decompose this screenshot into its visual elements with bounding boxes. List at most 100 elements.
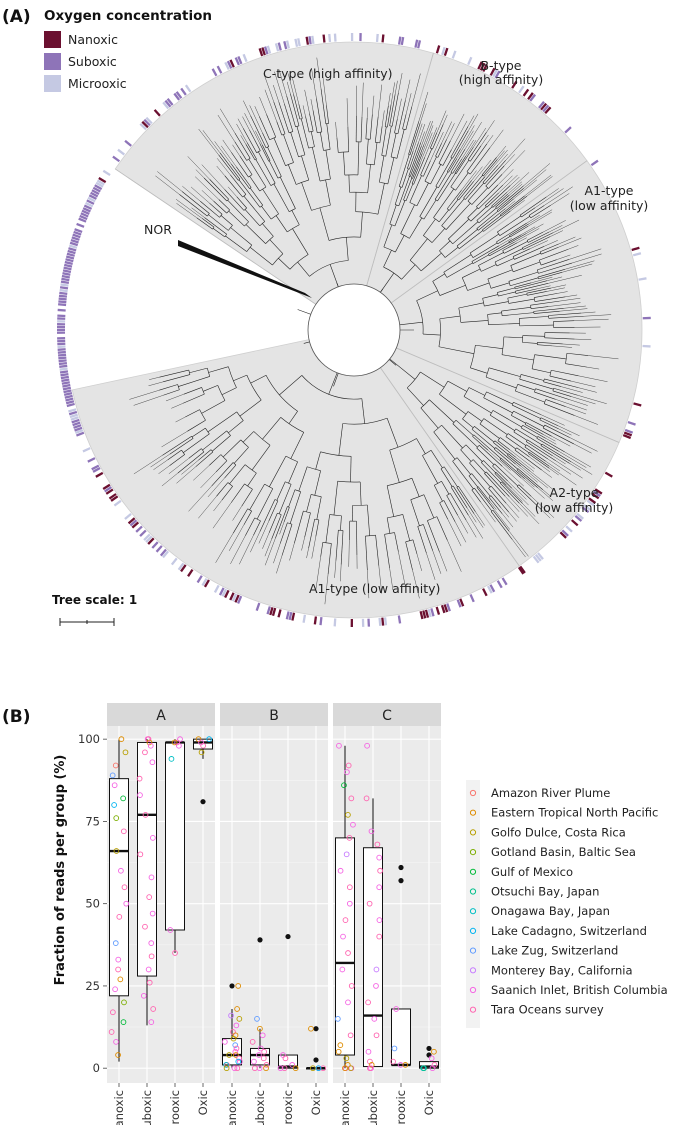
clade-label-a2-type: A2-type(low affinity) [535,485,614,515]
tree-branch-26 [220,215,233,226]
point-A-35 [137,851,144,858]
ring-strip-172 [92,467,101,473]
ring-strip-159 [139,529,147,537]
tree-tip-543 [558,237,582,248]
tree-branch-500 [508,234,522,243]
tree-branch-744 [527,439,553,456]
ring-strip-83 [594,488,603,495]
tree-arc-1077 [246,374,262,401]
tree-tip-45 [195,169,205,179]
tree-tip-197 [335,121,338,138]
ring-strip-177 [75,429,84,435]
tree-branch-602 [501,306,531,312]
tree-branch-174 [325,149,331,180]
point-A-28 [147,742,154,749]
tree-tip-1043 [228,524,245,552]
tree-branch-1130 [159,384,178,391]
tree-arc-891 [422,450,432,456]
ring-strip-209 [57,339,66,343]
tree-branch-248 [405,106,413,130]
tree-branch-286 [405,183,414,202]
tree-branch-550 [490,282,510,289]
facet-strip-label-A: A [156,708,166,724]
ring-strip-195 [61,378,70,383]
ring-strip-112 [435,606,441,615]
point-A-16 [115,966,121,973]
tree-branch-274 [408,142,422,177]
ring-strip-58 [489,67,496,76]
tree-branch-168 [310,131,315,147]
box-A-Microoxic [165,741,185,931]
tree-arc-539 [539,251,542,255]
tree-tip-773 [541,469,552,478]
facet-strip-label-C: C [382,708,392,724]
ring-strip-85 [591,492,600,500]
tree-branch-106 [242,128,257,153]
tree-arc-1063 [240,439,249,448]
ring-strip-170 [102,483,111,491]
facet-panel-B [220,726,328,1083]
ring-strip-161 [131,521,140,529]
point-C-58 [429,1065,436,1072]
tree-arc-159 [319,178,331,182]
ring-strip-94 [561,529,569,537]
ring-strip-34 [294,38,299,47]
ring-strip-140 [229,592,235,601]
point-C-31 [374,841,381,848]
tree-branch-1016 [290,432,305,459]
tree-branch-392 [445,203,471,230]
ring-strip-124 [350,618,353,627]
tree-branch-480 [530,204,551,219]
ring-strip-237 [66,252,75,257]
ring-strip-215 [57,320,66,323]
ring-strip-68 [542,104,550,113]
ring-strip-96 [537,552,544,560]
tree-tip-837 [506,484,523,502]
y-axis-title: Fraction of reads per group (%) [53,755,68,986]
ring-strip-192 [62,386,72,391]
tree-tip-1025 [262,532,270,549]
tree-branch-344 [437,173,456,202]
tree-tip-117 [255,130,263,146]
a1UpperLabel-line-0: A1-type [585,183,634,198]
tree-branch-908 [441,481,450,495]
ring-strip-12 [164,99,172,108]
tree-branch-978 [327,543,332,575]
tree-tip-683 [555,399,587,411]
tree-tip-103 [236,123,248,143]
tree-branch-910 [450,493,467,521]
tree-branch-540 [540,243,559,253]
ring-strip-117 [419,610,424,620]
tree-tip-349 [473,127,487,148]
ring-strip-88 [583,504,592,511]
tree-tip-795 [542,489,552,497]
tree-branch-600 [487,312,502,315]
ring-strip-194 [61,381,70,385]
tree-tip-759 [545,461,561,472]
tree-tip-707 [558,428,572,436]
ring-strip-14 [173,92,181,101]
tree-branch-22 [179,194,208,217]
tree-branch-444 [497,188,524,211]
tree-branch-400 [471,187,488,205]
ring-strip-151 [170,557,178,566]
x-tick-label-C-Suboxic: Suboxic [366,1090,380,1125]
ring-strip-158 [143,533,151,541]
point-B-11 [226,1052,232,1058]
point-A-24 [115,1052,121,1058]
clade-labels: C-type (high affinity) B-type(high affin… [144,58,648,596]
tree-tip-653 [587,366,600,370]
ring-strip-118 [397,615,402,624]
tree-branch-776 [462,418,474,429]
tree-arc-1013 [265,375,298,412]
tree-branch-522 [494,248,523,263]
tree-tip-335 [456,130,474,159]
tree-tip-455 [524,174,552,196]
ring-strip-211 [57,331,66,334]
tree-branch-740 [540,445,570,464]
ring-strip-40 [328,33,332,43]
tree-branch-288 [411,162,421,184]
tree-arc-565 [438,318,441,347]
point-C-2 [344,769,350,775]
tree-branch-138 [283,134,294,163]
